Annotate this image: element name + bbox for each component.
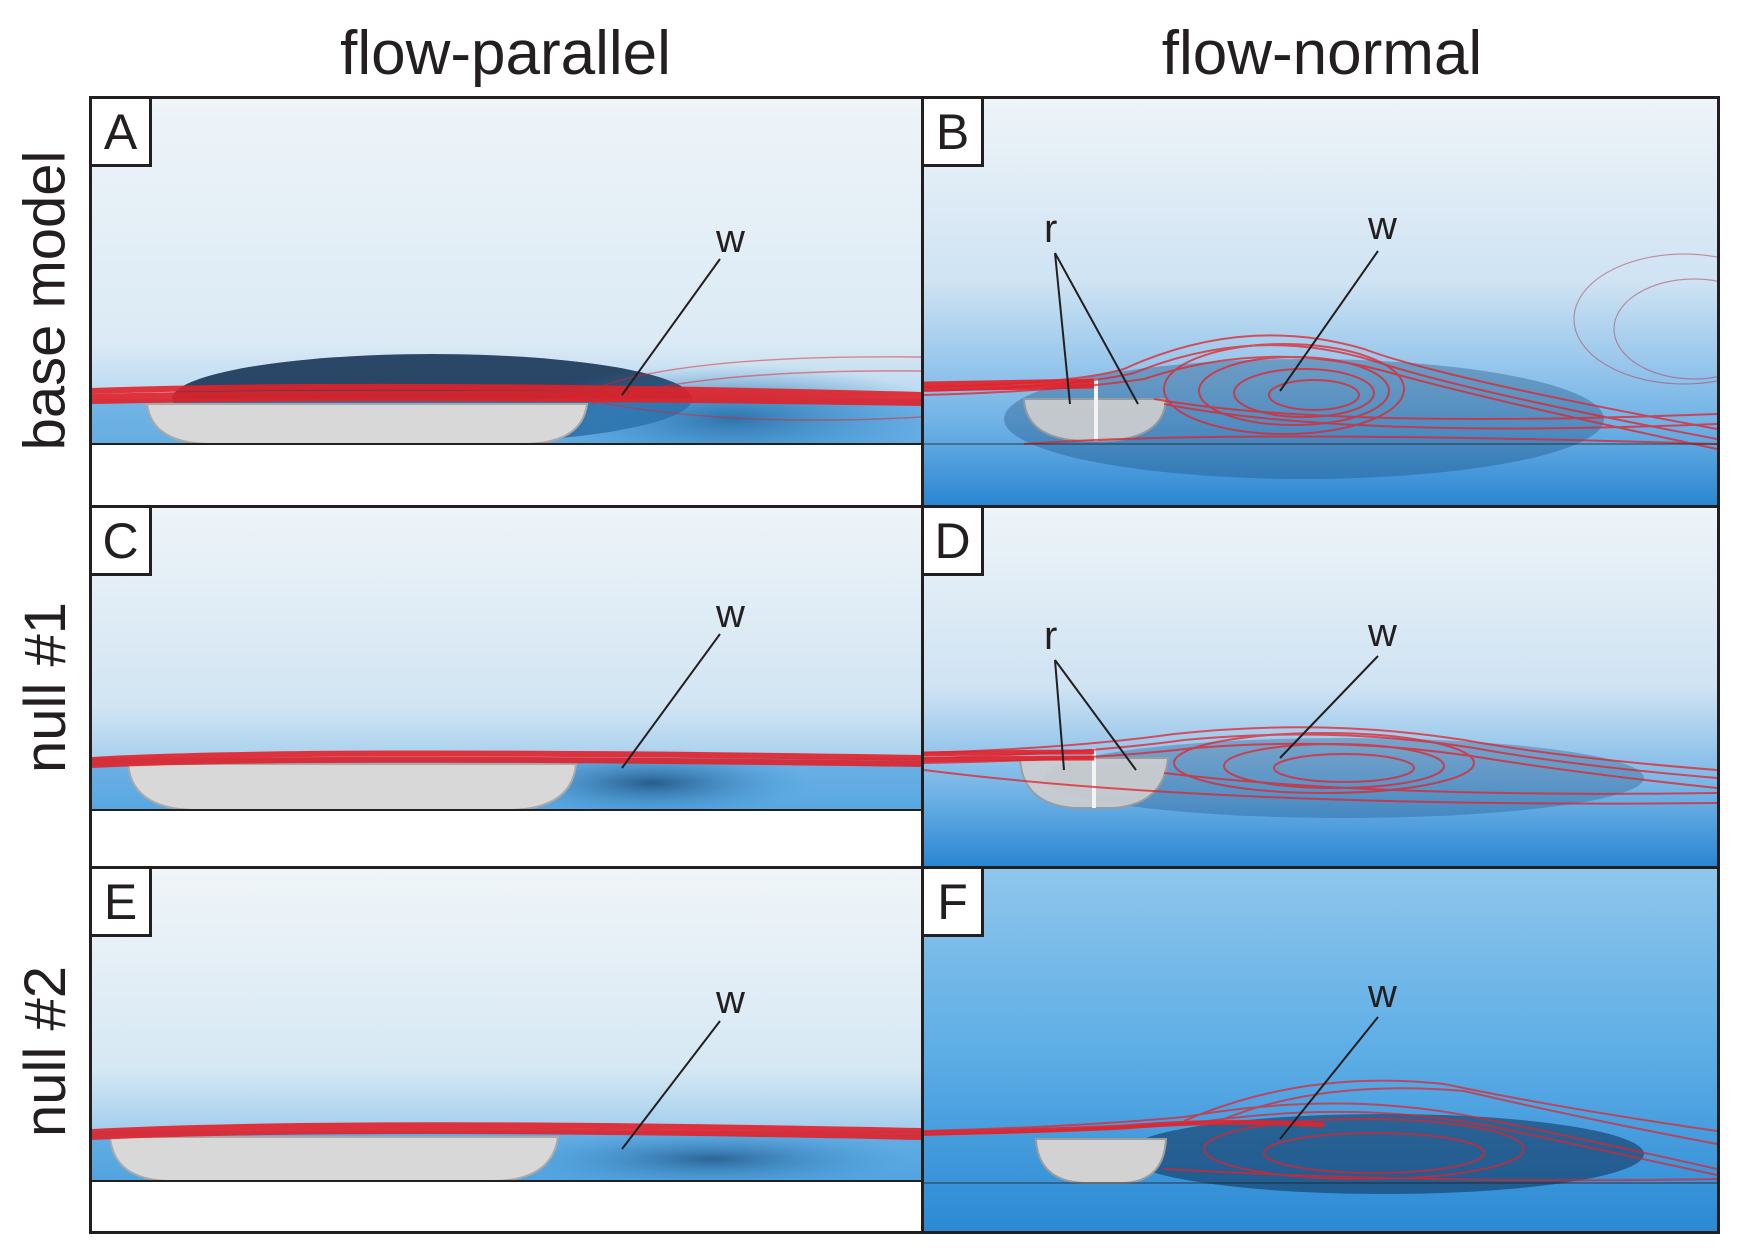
panel-letter-a: A xyxy=(92,99,152,167)
panel-a: A w xyxy=(92,99,921,505)
column-title-flow-parallel: flow-parallel xyxy=(340,19,671,88)
annotation-w: w xyxy=(1368,611,1397,655)
panel-c: C w xyxy=(92,508,921,866)
column-title-flow-normal: flow-normal xyxy=(1161,19,1483,88)
panel-letter-e: E xyxy=(92,869,152,937)
panel-a-image xyxy=(92,99,921,505)
panel-b: B r w xyxy=(924,99,1717,505)
annotation-w: w xyxy=(716,592,745,636)
panel-e-image xyxy=(92,869,921,1231)
panel-d-image xyxy=(924,508,1717,866)
panel-letter-c: C xyxy=(92,508,152,576)
annotation-w: w xyxy=(1368,972,1397,1016)
row-label-base-model: base model xyxy=(12,150,78,451)
row-divider-2 xyxy=(89,866,1720,869)
panel-d: D r w xyxy=(924,508,1717,866)
panel-b-image xyxy=(924,99,1717,505)
figure-grid: A w xyxy=(89,96,1720,1234)
annotation-r: r xyxy=(1044,614,1058,658)
panel-e: E w xyxy=(92,869,921,1231)
row-label-null-2: null #2 xyxy=(12,966,78,1137)
annotation-w: w xyxy=(716,217,745,261)
row-divider-1 xyxy=(89,505,1720,508)
panel-f-image xyxy=(924,869,1717,1231)
panel-letter-f: F xyxy=(924,869,984,937)
row-label-null-1: null #1 xyxy=(12,601,78,773)
panel-f: F w xyxy=(924,869,1717,1231)
annotation-r: r xyxy=(1044,207,1058,251)
panel-letter-b: B xyxy=(924,99,984,167)
annotation-w: w xyxy=(716,978,745,1022)
panel-letter-d: D xyxy=(924,508,984,576)
annotation-w: w xyxy=(1368,204,1397,248)
panel-c-image xyxy=(92,508,921,866)
column-divider xyxy=(921,96,924,1234)
